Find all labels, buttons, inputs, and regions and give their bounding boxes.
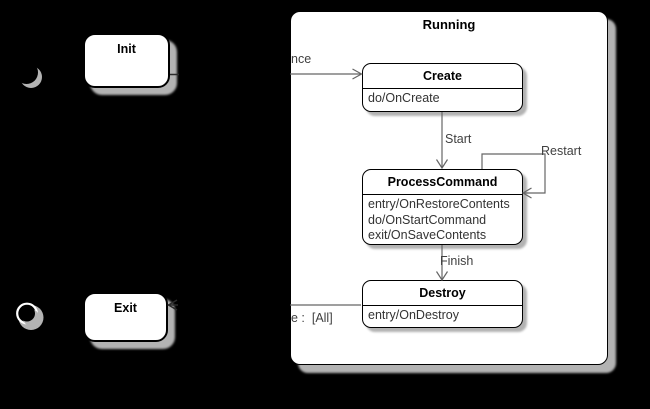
state-title: Exit <box>114 301 137 315</box>
state-action-line: do/OnStartCommand <box>368 212 487 227</box>
state-title: Init <box>117 42 136 56</box>
transition-label-start: Start <box>445 132 472 146</box>
transition-label-restart: Restart <box>541 144 582 158</box>
transition-label-init-to-create: nce <box>291 52 312 66</box>
state-action-line: do/OnCreate <box>368 91 440 105</box>
state-title: Create <box>363 64 522 89</box>
state-exit[interactable]: Exit <box>83 292 168 342</box>
state-actions: entry/OnDestroy <box>363 306 522 324</box>
state-title: ProcessCommand <box>363 170 522 195</box>
state-action-line: entry/OnRestoreContents <box>368 197 510 211</box>
initial-state-icon <box>15 61 42 88</box>
state-action-line: exit/OnSaveContents <box>368 228 487 242</box>
state-title: Destroy <box>363 281 522 306</box>
state-init[interactable]: Init <box>83 33 170 88</box>
transition-label-destroy-to-exit: e : [All] <box>291 311 333 325</box>
state-process-command[interactable]: ProcessCommand entry/OnRestoreContents d… <box>362 169 523 245</box>
state-actions: do/OnCreate <box>363 89 522 107</box>
final-state-icon <box>16 302 44 330</box>
state-destroy[interactable]: Destroy entry/OnDestroy <box>362 280 523 328</box>
state-title: Running <box>422 17 476 32</box>
state-action-line: entry/OnDestroy <box>368 308 460 322</box>
state-create[interactable]: Create do/OnCreate <box>362 63 523 112</box>
state-actions: entry/OnRestoreContents do/OnStartComman… <box>363 195 522 244</box>
transition-label-finish: Finish <box>440 254 474 268</box>
